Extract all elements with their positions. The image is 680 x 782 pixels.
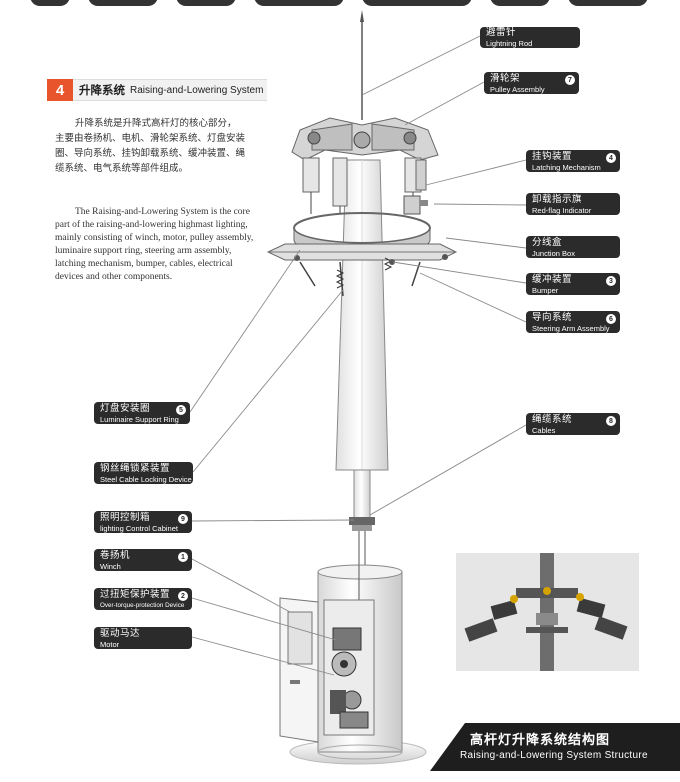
label-en: Lightning Rod <box>486 39 533 48</box>
section-header: 4 升降系统 Raising-and-Lowering System <box>47 79 267 101</box>
label-en: Luminaire Support Ring <box>100 414 179 424</box>
label-pulley-assembly: 滑轮架 Pulley Assembly 7 <box>484 72 579 94</box>
label-cn: 灯盘安装圈 <box>100 402 151 414</box>
label-en: Bumper <box>532 285 559 295</box>
label-badge: 2 <box>178 591 188 601</box>
label-cn: 驱动马达 <box>100 627 141 639</box>
label-lighting-control-cabinet: 照明控制箱 lighting Control Cabinet 9 <box>94 511 192 533</box>
label-cn: 绳缆系统 <box>532 413 573 425</box>
label-cn: 避雷针 <box>486 27 517 38</box>
label-en: Winch <box>100 561 121 571</box>
label-junction-box: 分线盒 Junction Box <box>526 236 620 258</box>
section-title-en: Raising-and-Lowering System <box>130 84 264 96</box>
diagram-title: 高杆灯升降系统结构图 Raising-and-Lowering System S… <box>430 723 680 771</box>
label-badge: 8 <box>606 416 616 426</box>
label-steel-cable-locking: 钢丝绳锁紧装置 Steel Cable Locking Device <box>94 462 193 484</box>
label-badge: 6 <box>606 314 616 324</box>
label-cn: 卸载指示旗 <box>532 193 583 205</box>
label-luminaire-support-ring: 灯盘安装圈 Luminaire Support Ring 5 <box>94 402 190 424</box>
section-title: 升降系统 Raising-and-Lowering System <box>73 79 267 101</box>
label-bumper: 缓冲装置 Bumper 3 <box>526 273 620 295</box>
label-en: Over-torque-protection Device <box>100 601 185 609</box>
label-en: lighting Control Cabinet <box>100 523 178 533</box>
label-steering-arm: 导向系统 Steering Arm Assembly 6 <box>526 311 620 333</box>
label-cn: 照明控制箱 <box>100 511 151 523</box>
label-cn: 钢丝绳锁紧装置 <box>100 462 171 474</box>
description-cn: 升降系统是升降式高杆灯的核心部分，主要由卷扬机、电机、滑轮架系统、灯盘安装圈、导… <box>55 118 246 174</box>
label-en: Red-flag Indicator <box>532 205 592 215</box>
lightning-rod <box>360 10 364 120</box>
label-cn: 滑轮架 <box>490 72 521 84</box>
label-red-flag-indicator: 卸载指示旗 Red-flag Indicator <box>526 193 620 215</box>
label-badge: 9 <box>178 514 188 524</box>
label-badge: 7 <box>565 75 575 85</box>
label-cables: 绳缆系统 Cables 8 <box>526 413 620 435</box>
label-winch: 卷扬机 Winch 1 <box>94 549 192 571</box>
label-en: Latching Mechanism <box>532 162 601 172</box>
label-lightning-rod: 避雷针 Lightning Rod <box>480 27 580 48</box>
label-motor: 驱动马达 Motor <box>94 627 192 649</box>
pole-base-cabinet <box>279 564 403 760</box>
section-number: 4 <box>47 79 73 101</box>
label-en: Pulley Assembly <box>490 84 545 94</box>
pulley-assembly <box>291 117 439 215</box>
label-en: Junction Box <box>532 248 575 258</box>
label-badge: 5 <box>176 405 186 415</box>
diagram-title-cn: 高杆灯升降系统结构图 <box>470 732 611 747</box>
label-over-torque: 过扭矩保护装置 Over-torque-protection Device 2 <box>94 588 192 610</box>
label-en: Cables <box>532 425 556 435</box>
highmast-photo-illustration <box>456 553 639 671</box>
leader-lines <box>189 35 527 676</box>
section-title-cn: 升降系统 <box>79 85 125 97</box>
diagram-title-background <box>430 723 680 771</box>
label-cn: 分线盒 <box>532 236 563 248</box>
label-en: Steering Arm Assembly <box>532 323 610 333</box>
cropped-header-strip <box>0 0 680 8</box>
label-cn: 过扭矩保护装置 <box>100 588 171 600</box>
label-en: Steel Cable Locking Device <box>100 474 192 484</box>
description-en: The Raising-and-Lowering System is the c… <box>55 207 254 282</box>
label-badge: 3 <box>606 276 616 286</box>
label-cn: 缓冲装置 <box>532 273 573 285</box>
diagram-title-en: Raising-and-Lowering System Structure <box>460 750 648 761</box>
label-latching-mechanism: 挂钩装置 Latching Mechanism 4 <box>526 150 620 172</box>
label-cn: 卷扬机 <box>100 549 131 561</box>
cable-locking-device <box>349 517 375 531</box>
label-badge: 1 <box>178 552 188 562</box>
luminaire-support-ring <box>266 212 458 297</box>
label-en: Motor <box>100 639 120 649</box>
label-badge: 4 <box>606 153 616 163</box>
pole-shaft <box>335 159 389 570</box>
label-cn: 导向系统 <box>532 311 573 323</box>
label-cn: 挂钩装置 <box>532 150 573 162</box>
highmast-photo <box>456 553 639 671</box>
